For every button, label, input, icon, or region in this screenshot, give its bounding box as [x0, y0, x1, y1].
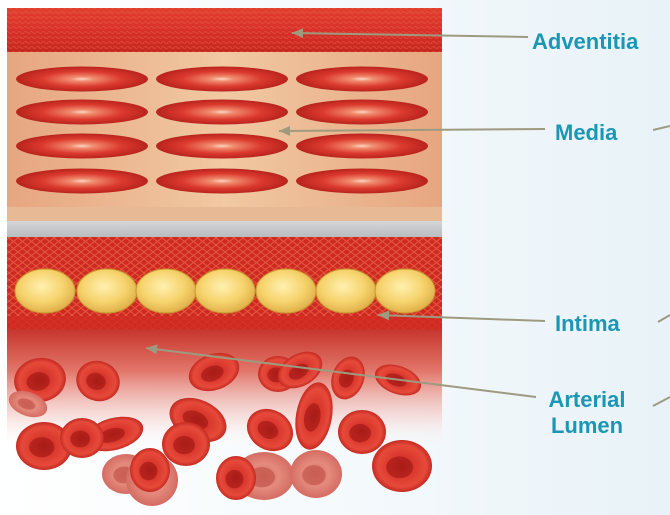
smooth-muscle-cell — [156, 67, 288, 92]
smooth-muscle-cell — [156, 134, 288, 159]
label-arterial-lumen: Arterial Lumen — [544, 387, 630, 439]
endothelial-cell — [15, 269, 75, 313]
smooth-muscle-cell — [156, 100, 288, 125]
red-blood-cell — [216, 456, 256, 500]
label-intima: Intima — [555, 311, 620, 337]
red-blood-cell — [372, 440, 432, 492]
red-blood-cell — [338, 410, 386, 454]
adventitia-layer — [7, 8, 442, 52]
endothelial-cell — [77, 269, 137, 313]
elastic-lamina — [7, 221, 442, 237]
endothelial-cell — [375, 269, 435, 313]
smooth-muscle-cell — [296, 169, 428, 194]
label-arterial-lumen-line2: Lumen — [544, 413, 630, 439]
red-blood-cell — [290, 450, 342, 498]
red-blood-cell — [60, 418, 104, 458]
endothelial-cell — [256, 269, 316, 313]
smooth-muscle-cell — [16, 169, 148, 194]
smooth-muscle-cell — [296, 67, 428, 92]
label-adventitia: Adventitia — [532, 29, 638, 55]
smooth-muscle-cell — [16, 67, 148, 92]
intima-layer — [7, 237, 442, 330]
red-blood-cell — [162, 422, 210, 466]
media-layer — [7, 52, 442, 221]
smooth-muscle-cell — [16, 100, 148, 125]
endothelial-cell — [316, 269, 376, 313]
smooth-muscle-cell — [16, 134, 148, 159]
smooth-muscle-cell — [296, 134, 428, 159]
smooth-muscle-cell — [296, 100, 428, 125]
label-media: Media — [555, 120, 617, 146]
leader-stubs-right — [653, 126, 670, 406]
endothelial-cell — [136, 269, 196, 313]
smooth-muscle-cell — [156, 169, 288, 194]
endothelial-cell — [195, 269, 255, 313]
label-arterial-lumen-line1: Arterial — [544, 387, 630, 413]
red-blood-cell — [130, 448, 170, 492]
